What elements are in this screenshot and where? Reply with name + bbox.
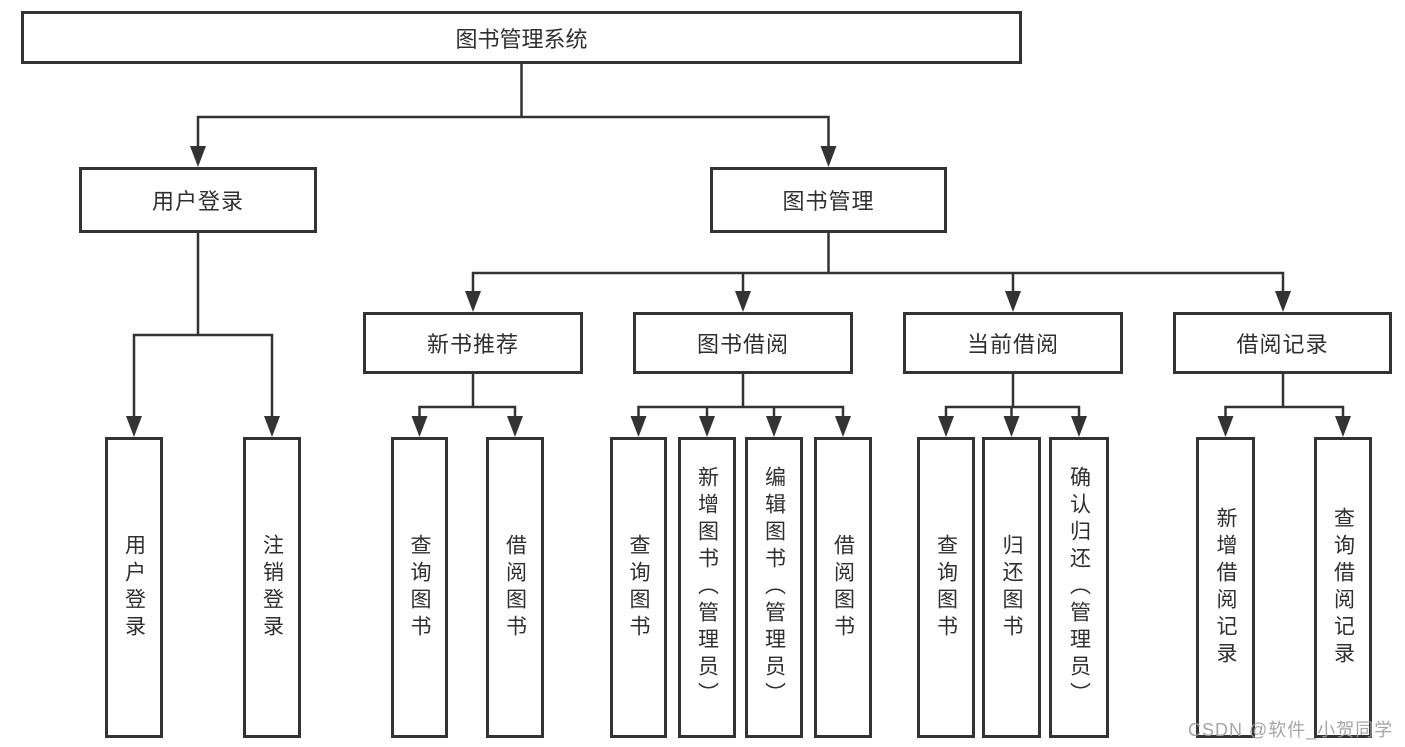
leaf-label: 归还图书 xyxy=(1000,533,1023,642)
leaf-label: 新增借阅记录 xyxy=(1214,506,1237,669)
leaf-label: 查询借阅记录 xyxy=(1331,506,1355,669)
leaf-user-login: 用户登录 xyxy=(105,437,163,738)
leaf-return-book: 归还图书 xyxy=(982,437,1041,738)
leaf-add-borrow-record: 新增借阅记录 xyxy=(1196,437,1255,738)
leaf-query-borrow-record: 查询借阅记录 xyxy=(1314,437,1372,738)
node-label: 新书推荐 xyxy=(426,332,519,357)
leaf-label: 查询图书 xyxy=(408,533,431,642)
leaf-logout-login: 注销登录 xyxy=(243,437,301,738)
arrowheads xyxy=(126,146,1351,437)
node-root-system: 图书管理系统 xyxy=(21,11,1022,64)
node-label: 当前借阅 xyxy=(966,332,1059,357)
leaf-borrow-book: 借阅图书 xyxy=(814,437,872,738)
node-book-borrow: 图书借阅 xyxy=(633,312,853,374)
leaf-label: 查询图书 xyxy=(934,533,958,642)
leaf-label: 注销登录 xyxy=(260,533,284,642)
node-label: 用户登录 xyxy=(151,189,244,214)
csdn-watermark: CSDN @软件_小贺同学 xyxy=(1188,720,1394,740)
node-label: 图书管理系统 xyxy=(455,26,588,52)
leaf-label: 借阅图书 xyxy=(503,533,527,642)
leaf-query-current-borrow: 查询图书 xyxy=(917,437,975,738)
leaf-query-book-recommend: 查询图书 xyxy=(391,437,448,738)
node-book-management: 图书管理 xyxy=(710,167,947,233)
leaf-label: 用户登录 xyxy=(122,533,146,642)
leaf-edit-book-admin: 编辑图书（管理员） xyxy=(745,437,803,738)
node-label: 借阅记录 xyxy=(1236,332,1329,357)
leaf-label: 借阅图书 xyxy=(831,533,855,642)
leaf-label: 查询图书 xyxy=(627,533,650,642)
leaf-label: 确认归还（管理员） xyxy=(1067,466,1091,709)
node-label: 图书借阅 xyxy=(696,332,789,357)
node-borrow-records: 借阅记录 xyxy=(1173,312,1392,374)
leaf-borrow-book-recommend: 借阅图书 xyxy=(486,437,544,738)
leaf-label: 新增图书（管理员） xyxy=(695,466,719,709)
leaf-label: 编辑图书（管理员） xyxy=(762,466,786,709)
leaf-add-book-admin: 新增图书（管理员） xyxy=(678,437,736,738)
connector-paths xyxy=(132,64,1345,424)
node-label: 图书管理 xyxy=(782,189,875,214)
leaf-confirm-return-admin: 确认归还（管理员） xyxy=(1049,437,1109,738)
leaf-query-book-borrow: 查询图书 xyxy=(610,437,667,738)
node-user-login: 用户登录 xyxy=(79,167,317,233)
node-new-book-recommend: 新书推荐 xyxy=(363,312,583,374)
node-current-borrow: 当前借阅 xyxy=(903,312,1123,374)
